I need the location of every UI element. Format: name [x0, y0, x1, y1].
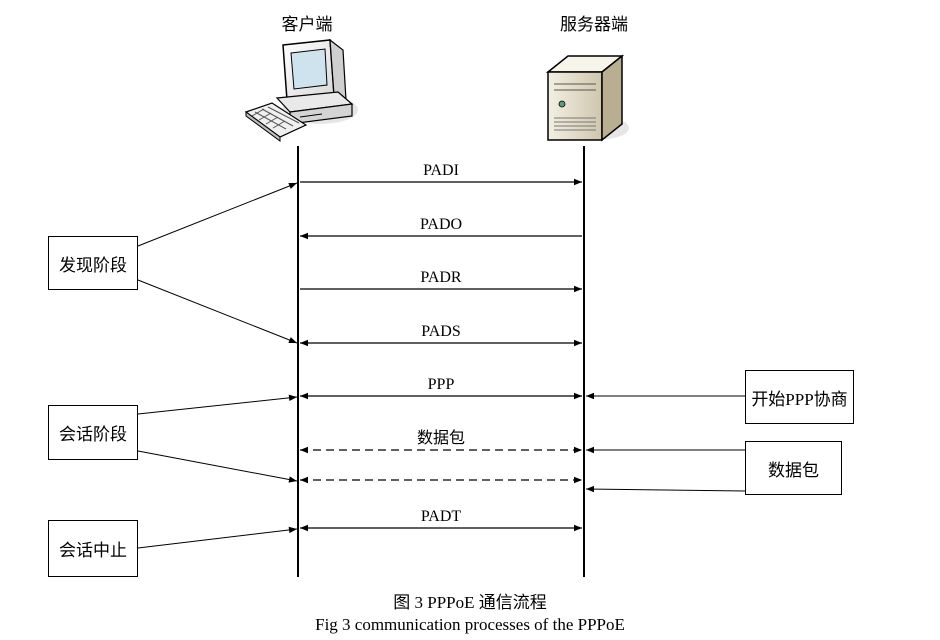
- message-pado: PADO: [300, 216, 582, 240]
- message-label: PADO: [420, 216, 462, 233]
- session-pointer-top: [137, 394, 298, 415]
- message-data-packet: 数据包: [300, 429, 582, 484]
- note-box-ppp-negotiation: 开始PPP协商: [745, 370, 854, 424]
- discovery-pointer-top: [137, 182, 298, 247]
- phase-box-discovery: 发现阶段: [48, 236, 138, 290]
- message-label: PADS: [421, 323, 460, 340]
- session-pointer-bottom: [137, 450, 298, 483]
- message-label: PPP: [428, 376, 455, 393]
- figure-caption-en: Fig 3 communication processes of the PPP…: [315, 615, 625, 634]
- desktop-computer-icon: [244, 38, 358, 142]
- note-box-data-packet: 数据包: [745, 441, 842, 495]
- client-label: 客户端: [281, 15, 333, 34]
- discovery-pointer-bottom: [137, 279, 298, 344]
- figure-caption-zh: 图 3 PPPoE 通信流程: [393, 593, 547, 612]
- message-pads: PADS: [300, 323, 582, 347]
- server-tower-icon: [545, 54, 629, 142]
- message-label: 数据包: [417, 429, 465, 447]
- message-label: PADR: [420, 269, 462, 286]
- data-note-pointer-bottom: [585, 485, 746, 493]
- message-label: PADT: [421, 508, 462, 525]
- message-label: PADI: [423, 162, 459, 179]
- terminate-pointer: [137, 526, 298, 549]
- phase-box-terminate: 会话中止: [48, 520, 138, 577]
- server-label: 服务器端: [560, 15, 628, 34]
- message-padt: PADT: [300, 508, 582, 532]
- message-padi: PADI: [300, 162, 582, 186]
- message-padr: PADR: [300, 269, 582, 293]
- message-ppp: PPP: [300, 376, 582, 400]
- phase-box-session: 会话阶段: [48, 405, 138, 460]
